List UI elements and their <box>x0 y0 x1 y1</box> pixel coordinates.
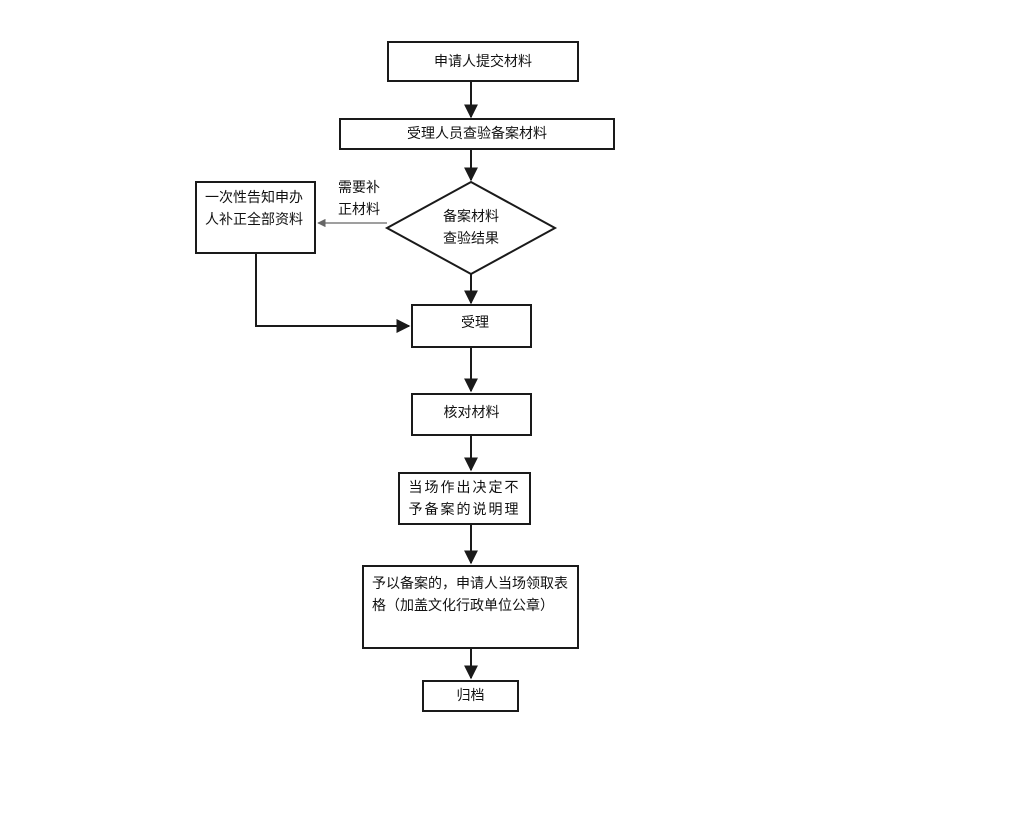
decision-explain-line2: 予备案的说明理 <box>408 501 521 518</box>
decision-explain-line1: 当场作出决定不 <box>408 479 521 496</box>
accept-box: 受理 <box>411 304 532 348</box>
archive-box: 归档 <box>422 680 519 712</box>
issue-form-line1: 予以备案的，申请人当场领取表 <box>372 576 568 592</box>
notify-applicant-box: 一次性告知申办 人补正全部资料 <box>195 181 316 254</box>
arrow-notify-to-accept <box>255 254 411 333</box>
issue-form-line2: 格（加盖文化行政单位公章） <box>372 598 554 614</box>
issue-form-box: 予以备案的，申请人当场领取表 格（加盖文化行政单位公章） <box>362 565 579 649</box>
notify-applicant-line1: 一次性告知申办 <box>205 190 303 206</box>
need-supplement-line1: 需要补 <box>338 180 380 196</box>
inspect-materials-label: 受理人员查验备案材料 <box>407 126 547 142</box>
notify-applicant-line2: 人补正全部资料 <box>205 212 303 228</box>
result-decision-line1: 备案材料 <box>443 209 499 225</box>
decision-explain-box: 当场作出决定不 予备案的说明理 <box>398 472 531 525</box>
accept-label: 受理 <box>461 315 489 331</box>
archive-label: 归档 <box>456 688 485 704</box>
verify-materials-label: 核对材料 <box>443 405 500 421</box>
verify-materials-box: 核对材料 <box>411 393 532 436</box>
result-decision-line2: 查验结果 <box>443 231 499 247</box>
submit-materials-label: 申请人提交材料 <box>434 53 532 70</box>
need-supplement-line2: 正材料 <box>338 202 380 218</box>
submit-materials-box: 申请人提交材料 <box>387 41 579 82</box>
inspect-materials-box: 受理人员查验备案材料 <box>339 118 615 150</box>
result-decision-text: 备案材料 查验结果 <box>421 206 521 250</box>
need-supplement-label: 需要补 正材料 <box>338 177 380 221</box>
